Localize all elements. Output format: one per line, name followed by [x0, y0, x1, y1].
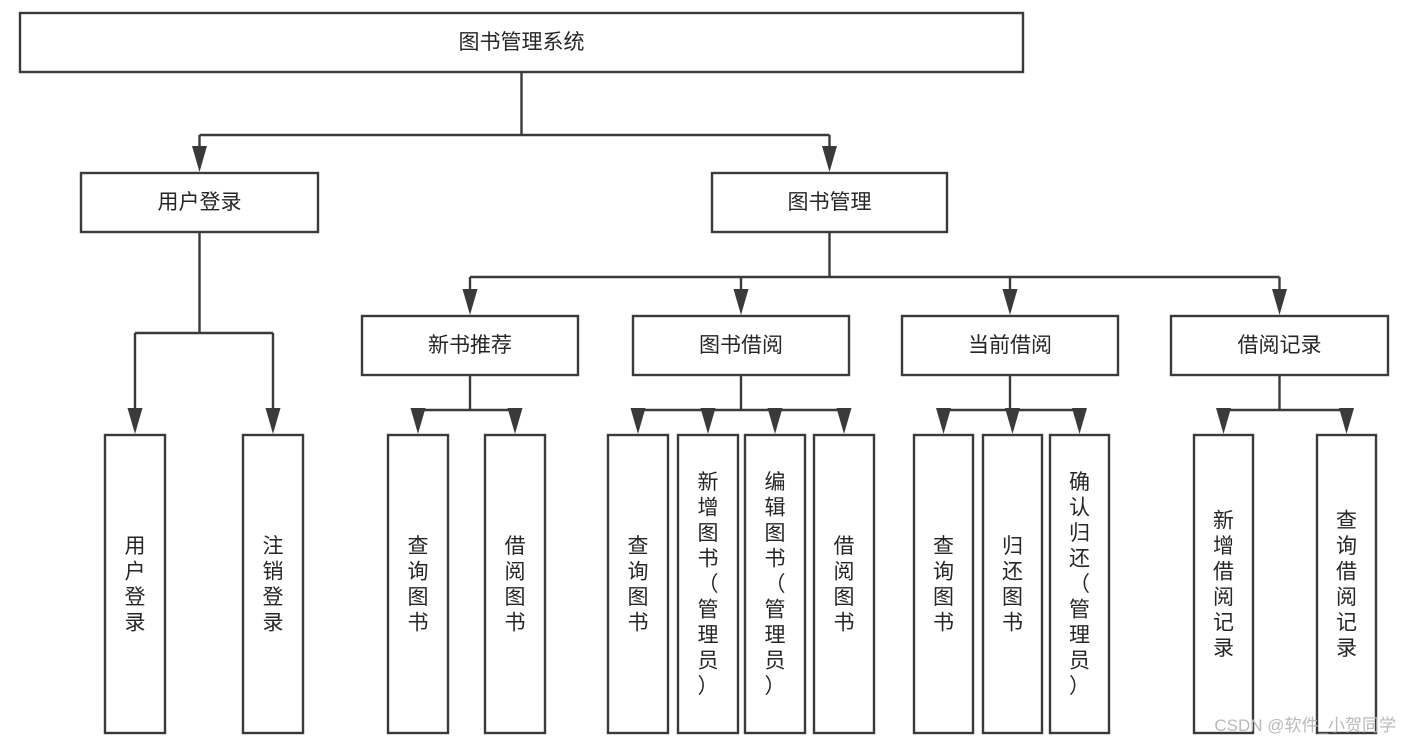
node-current-borrow[interactable]: 当前借阅: [900, 314, 1120, 377]
node-box-leaf-query-book[interactable]: [606, 433, 670, 735]
arrow-head-icon: [1216, 408, 1231, 434]
connector-group-user-login: [127, 232, 281, 434]
node-label-leaf-query-book-cur: 查询图书: [933, 535, 954, 635]
node-box-leaf-edit-book[interactable]: [743, 433, 807, 735]
connector-layer: [127, 72, 1354, 434]
node-box-new-book-recommend[interactable]: [360, 314, 580, 377]
connector-group-borrow-record: [1216, 375, 1354, 434]
node-label-user-login: 用户登录: [158, 191, 242, 214]
node-leaf-logout[interactable]: 注销登录: [241, 433, 305, 735]
node-leaf-borrow-book[interactable]: 借阅图书: [812, 433, 876, 735]
node-layer: 图书管理系统用户登录图书管理新书推荐图书借阅当前借阅借阅记录用户登录注销登录查询…: [18, 11, 1390, 735]
node-label-leaf-user-login: 用户登录: [125, 535, 146, 635]
node-label-leaf-borrow-book-rec: 借阅图书: [505, 535, 526, 635]
connector-group-current-borrow: [936, 375, 1087, 434]
node-box-leaf-borrow-book-rec[interactable]: [483, 433, 547, 735]
arrow-head-icon: [1005, 408, 1020, 434]
node-borrow-record[interactable]: 借阅记录: [1169, 314, 1390, 377]
node-label-leaf-add-book: 新增图书（管理员）: [698, 471, 719, 698]
arrow-head-icon: [462, 289, 478, 315]
node-label-book-borrow: 图书借阅: [699, 334, 783, 357]
arrow-head-icon: [507, 408, 523, 434]
node-leaf-edit-book[interactable]: 编辑图书（管理员）: [743, 433, 807, 735]
node-label-leaf-return-book: 归还图书: [1002, 535, 1023, 635]
arrow-head-icon: [1072, 408, 1087, 434]
arrow-head-icon: [265, 408, 281, 434]
connector-group-book-manage: [462, 232, 1287, 315]
connector-group-root: [192, 72, 837, 172]
node-leaf-confirm-return[interactable]: 确认归还（管理员）: [1048, 433, 1111, 735]
arrow-head-icon: [836, 408, 852, 434]
node-box-leaf-user-login[interactable]: [103, 433, 167, 735]
node-leaf-user-login[interactable]: 用户登录: [103, 433, 167, 735]
node-new-book-recommend[interactable]: 新书推荐: [360, 314, 580, 377]
node-label-leaf-query-record: 查询借阅记录: [1336, 509, 1357, 660]
node-book-borrow[interactable]: 图书借阅: [631, 314, 851, 377]
node-leaf-add-record[interactable]: 新增借阅记录: [1192, 433, 1255, 735]
arrow-head-icon: [410, 408, 426, 434]
node-box-leaf-add-record[interactable]: [1192, 433, 1255, 735]
node-label-borrow-record: 借阅记录: [1238, 334, 1322, 357]
node-box-book-borrow[interactable]: [631, 314, 851, 377]
node-box-root[interactable]: [18, 11, 1025, 74]
node-leaf-borrow-book-rec[interactable]: 借阅图书: [483, 433, 547, 735]
node-box-user-login[interactable]: [79, 171, 320, 234]
node-book-manage[interactable]: 图书管理: [710, 171, 949, 234]
node-label-leaf-query-book: 查询图书: [628, 535, 649, 635]
node-label-leaf-add-record: 新增借阅记录: [1213, 509, 1234, 660]
arrow-head-icon: [1339, 408, 1354, 434]
node-box-leaf-borrow-book[interactable]: [812, 433, 876, 735]
node-label-book-manage: 图书管理: [788, 191, 872, 214]
connector-group-book-borrow: [630, 375, 852, 434]
connector-group-new-book-recommend: [410, 375, 523, 434]
node-label-leaf-logout: 注销登录: [263, 535, 284, 635]
node-user-login[interactable]: 用户登录: [79, 171, 320, 234]
node-box-book-manage[interactable]: [710, 171, 949, 234]
node-leaf-return-book[interactable]: 归还图书: [981, 433, 1044, 735]
node-label-leaf-borrow-book: 借阅图书: [834, 535, 855, 635]
node-box-leaf-add-book[interactable]: [676, 433, 740, 735]
arrow-head-icon: [127, 408, 143, 434]
arrow-head-icon: [822, 146, 837, 172]
node-label-leaf-confirm-return: 确认归还（管理员）: [1069, 471, 1090, 698]
node-box-leaf-return-book[interactable]: [981, 433, 1044, 735]
arrow-head-icon: [936, 408, 951, 434]
arrow-head-icon: [733, 289, 749, 315]
node-leaf-add-book[interactable]: 新增图书（管理员）: [676, 433, 740, 735]
arrow-head-icon: [1272, 289, 1287, 315]
node-root[interactable]: 图书管理系统: [18, 11, 1025, 74]
arrow-head-icon: [767, 408, 783, 434]
node-box-leaf-query-record[interactable]: [1315, 433, 1378, 735]
arrow-head-icon: [192, 146, 207, 172]
node-leaf-query-book-rec[interactable]: 查询图书: [386, 433, 450, 735]
node-label-new-book-recommend: 新书推荐: [428, 334, 512, 357]
node-box-borrow-record[interactable]: [1169, 314, 1390, 377]
node-leaf-query-record[interactable]: 查询借阅记录: [1315, 433, 1378, 735]
node-box-leaf-query-book-rec[interactable]: [386, 433, 450, 735]
node-leaf-query-book[interactable]: 查询图书: [606, 433, 670, 735]
arrow-head-icon: [700, 408, 716, 434]
node-box-leaf-logout[interactable]: [241, 433, 305, 735]
node-label-leaf-query-book-rec: 查询图书: [408, 535, 429, 635]
node-box-current-borrow[interactable]: [900, 314, 1120, 377]
csdn-watermark: CSDN @软件_小贺同学: [1214, 716, 1396, 735]
node-leaf-query-book-cur[interactable]: 查询图书: [912, 433, 975, 735]
node-label-root: 图书管理系统: [459, 31, 585, 54]
arrow-head-icon: [1002, 289, 1018, 315]
node-box-leaf-confirm-return[interactable]: [1048, 433, 1111, 735]
node-box-leaf-query-book-cur[interactable]: [912, 433, 975, 735]
node-label-current-borrow: 当前借阅: [968, 334, 1052, 357]
node-label-leaf-edit-book: 编辑图书（管理员）: [765, 471, 786, 698]
arrow-head-icon: [630, 408, 646, 434]
